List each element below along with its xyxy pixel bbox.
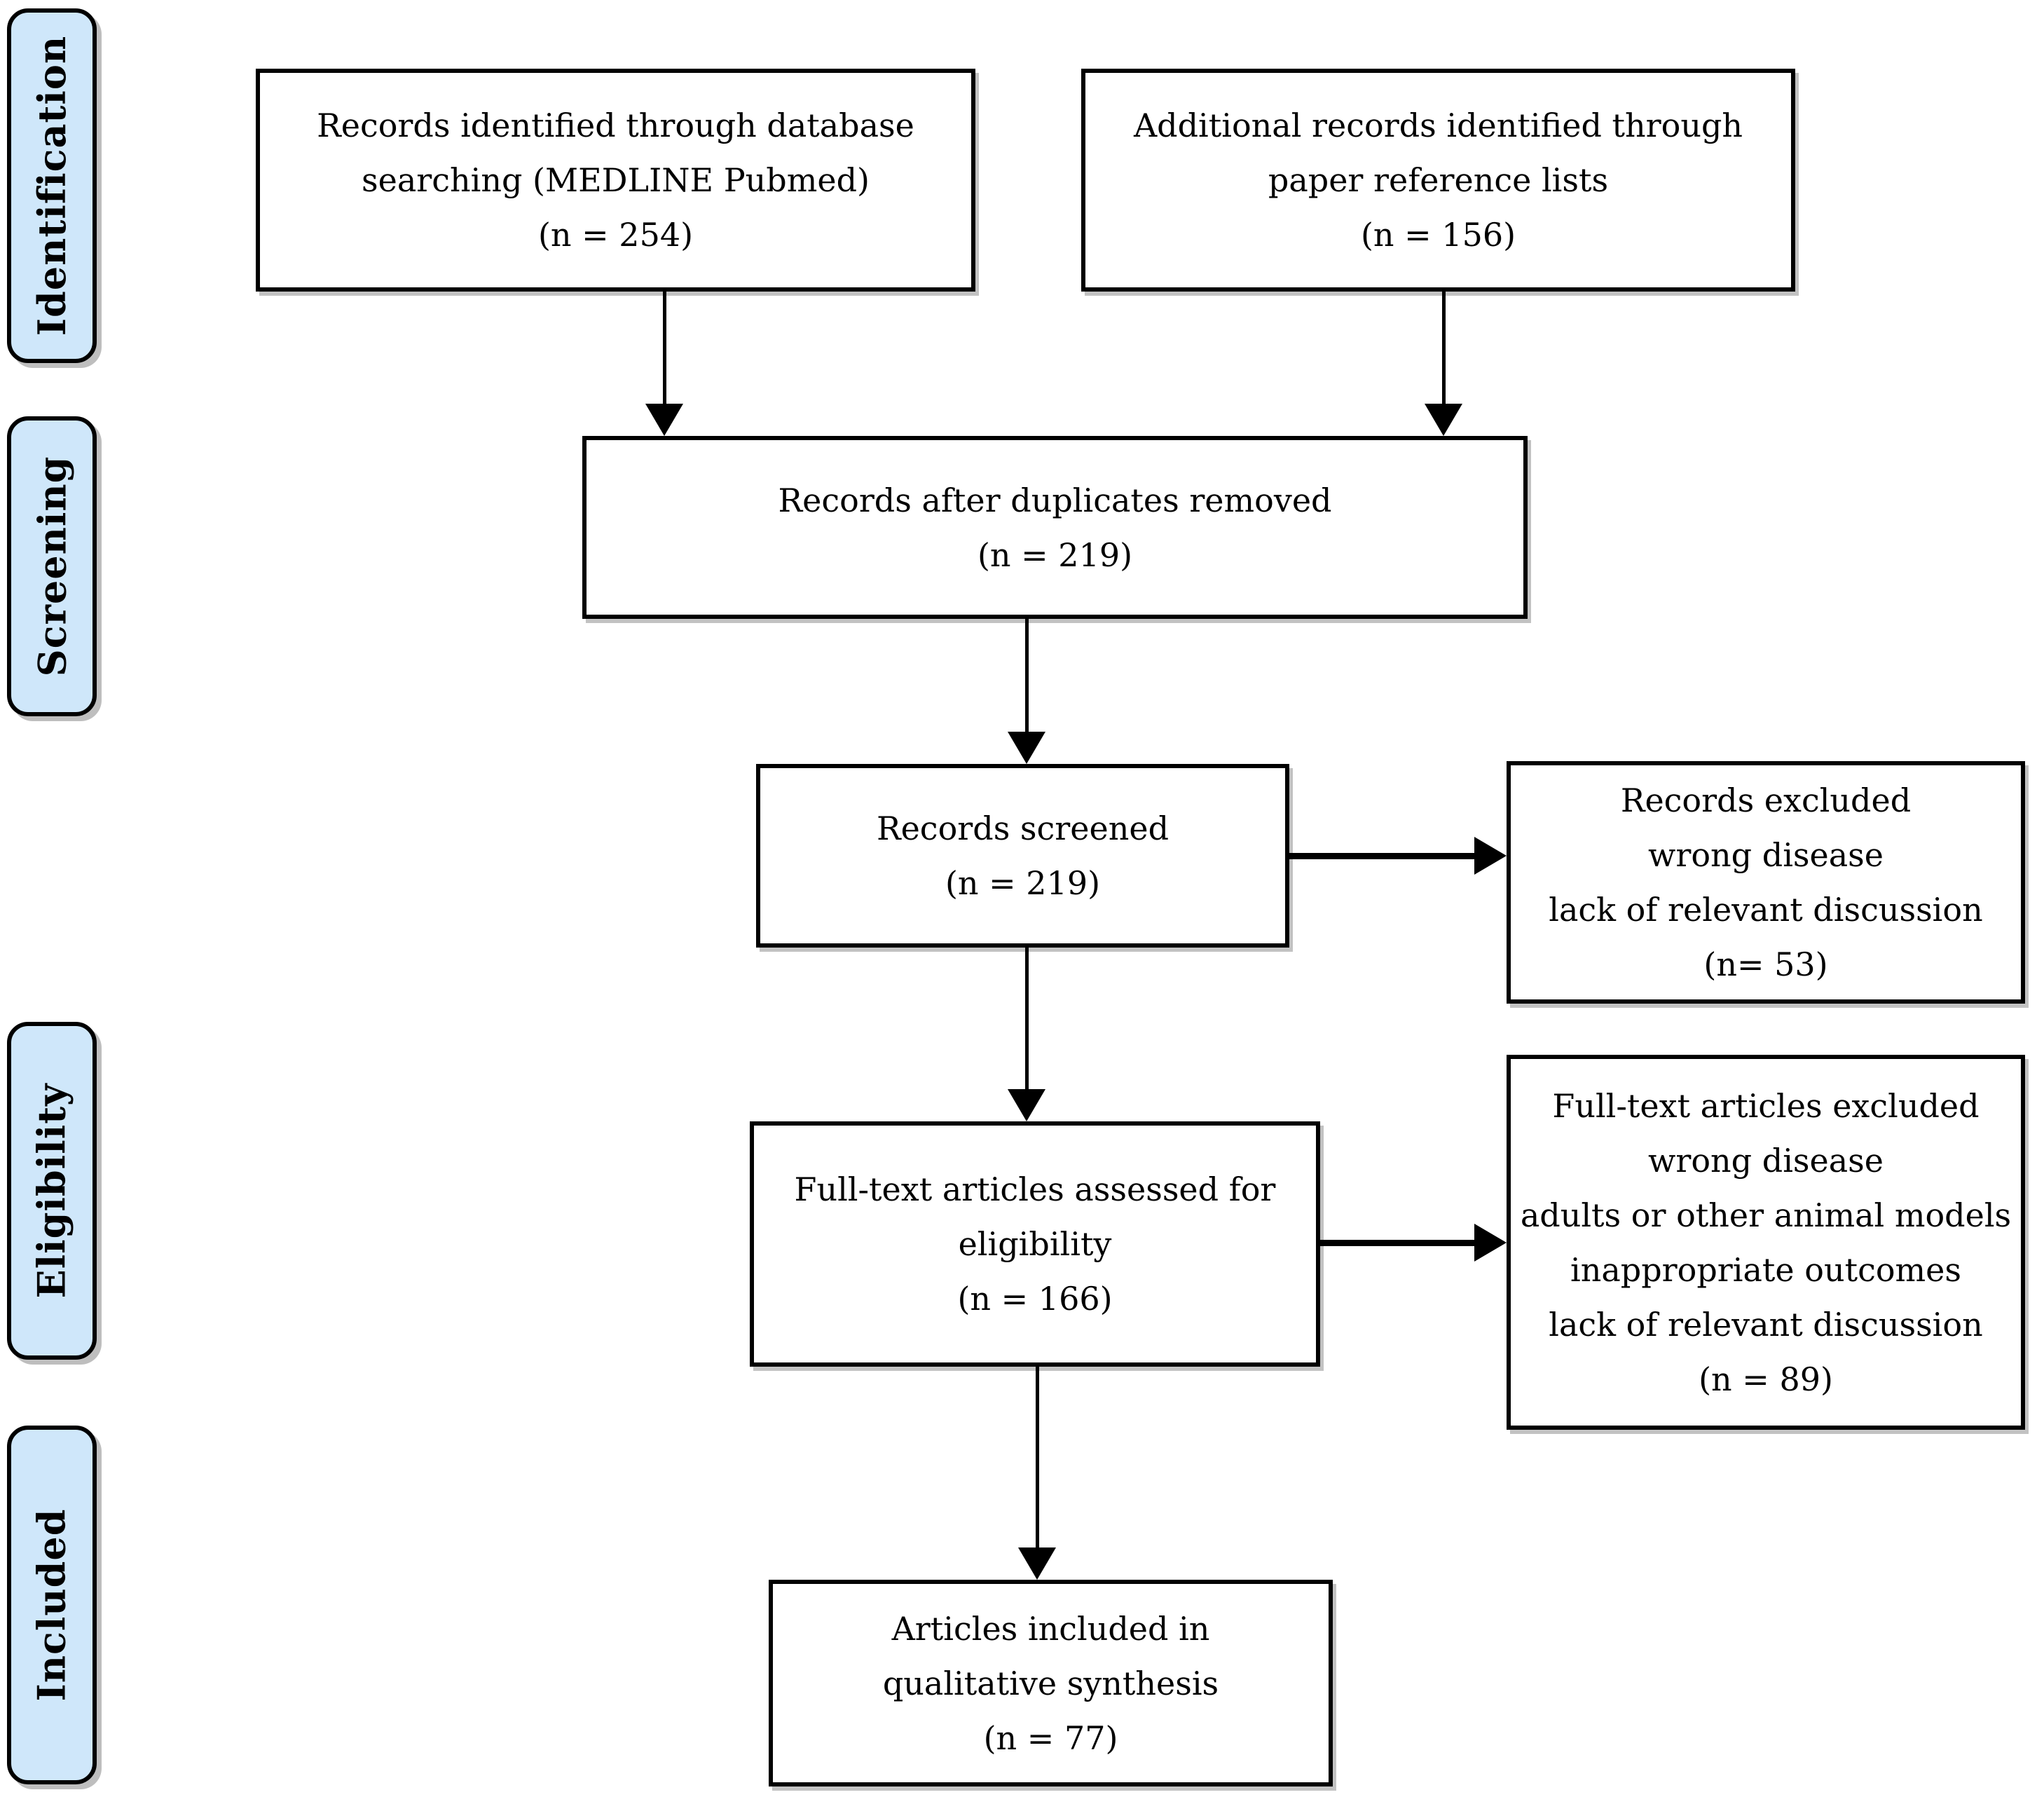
box-additional-records: Additional records identified through pa…: [1081, 69, 1795, 292]
arrow-reflists-to-dedup-head: [1425, 404, 1462, 436]
stage-screening-label: Screening: [29, 456, 74, 677]
box-records-database-search-text: Records identified through database sear…: [317, 107, 914, 254]
arrow-reflists-to-dedup-line: [1442, 292, 1446, 405]
arrow-dbsearch-to-dedup-head: [645, 404, 683, 436]
box-records-excluded: Records excluded wrong disease lack of r…: [1507, 761, 2025, 1004]
box-duplicates-removed-text: Records after duplicates removed (n = 21…: [778, 481, 1332, 574]
box-records-database-search: Records identified through database sear…: [256, 69, 975, 292]
arrow-fulltext-to-included-line: [1036, 1367, 1039, 1549]
stage-eligibility-label: Eligibility: [29, 1083, 75, 1299]
stage-included: Included: [7, 1426, 97, 1784]
box-records-excluded-text: Records excluded wrong disease lack of r…: [1549, 781, 1983, 983]
box-fulltext-excluded: Full-text articles excluded wrong diseas…: [1507, 1055, 2025, 1430]
box-records-screened-text: Records screened (n = 219): [876, 809, 1170, 902]
arrow-screened-to-excluded-head: [1474, 837, 1507, 875]
box-additional-records-text: Additional records identified through pa…: [1133, 107, 1743, 254]
arrow-dbsearch-to-dedup-line: [663, 292, 666, 405]
box-fulltext-assessed-text: Full-text articles assessed for eligibil…: [794, 1170, 1276, 1318]
arrow-fulltext-to-excluded-line: [1320, 1240, 1476, 1246]
box-included-synthesis: Articles included in qualitative synthes…: [769, 1580, 1333, 1786]
arrow-screened-to-fulltext-head: [1008, 1089, 1045, 1121]
box-duplicates-removed: Records after duplicates removed (n = 21…: [582, 436, 1528, 619]
stage-identification: Identification: [7, 8, 97, 363]
arrow-screened-to-excluded-line: [1289, 853, 1476, 859]
arrow-screened-to-fulltext-line: [1025, 948, 1029, 1091]
box-records-screened: Records screened (n = 219): [756, 764, 1289, 948]
arrow-dedup-to-screened-line: [1025, 619, 1029, 732]
arrow-fulltext-to-excluded-head: [1474, 1224, 1507, 1262]
arrow-fulltext-to-included-head: [1018, 1547, 1056, 1580]
stage-identification-label: Identification: [29, 35, 75, 336]
stage-eligibility: Eligibility: [7, 1022, 97, 1360]
box-fulltext-assessed: Full-text articles assessed for eligibil…: [750, 1121, 1320, 1367]
box-included-synthesis-text: Articles included in qualitative synthes…: [882, 1609, 1219, 1757]
stage-screening: Screening: [7, 416, 97, 716]
stage-included-label: Included: [29, 1508, 75, 1702]
arrow-dedup-to-screened-head: [1008, 732, 1045, 764]
box-fulltext-excluded-text: Full-text articles excluded wrong diseas…: [1520, 1086, 2012, 1398]
